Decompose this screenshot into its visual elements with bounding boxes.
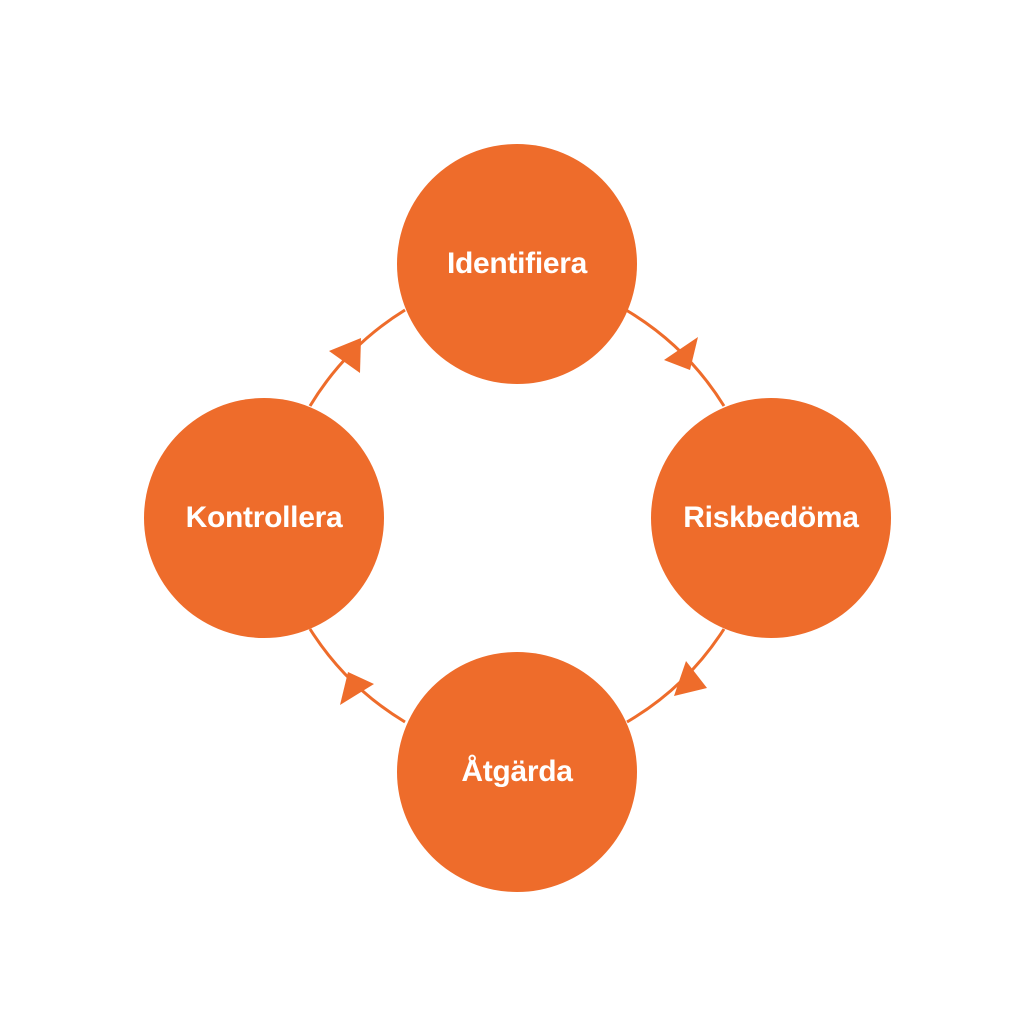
step-kontrollera: Kontrollera — [144, 398, 384, 638]
step-kontrollera-label: Kontrollera — [185, 501, 343, 534]
connector-atgarda-kontrollera — [308, 628, 406, 724]
step-atgarda-label: Åtgärda — [461, 755, 573, 788]
arrow-kontrollera-identifiera — [329, 338, 361, 373]
arrow-identifiera-riskbedoma — [664, 337, 698, 370]
step-riskbedoma: Riskbedöma — [651, 398, 891, 638]
step-riskbedoma-label: Riskbedöma — [683, 501, 859, 534]
step-atgarda: Åtgärda — [397, 652, 637, 892]
step-identifiera: Identifiera — [397, 144, 637, 384]
connector-riskbedoma-atgarda — [626, 628, 726, 724]
arrow-riskbedoma-atgarda — [674, 661, 707, 696]
arrow-atgarda-kontrollera — [340, 672, 374, 705]
step-identifiera-label: Identifiera — [446, 247, 588, 280]
